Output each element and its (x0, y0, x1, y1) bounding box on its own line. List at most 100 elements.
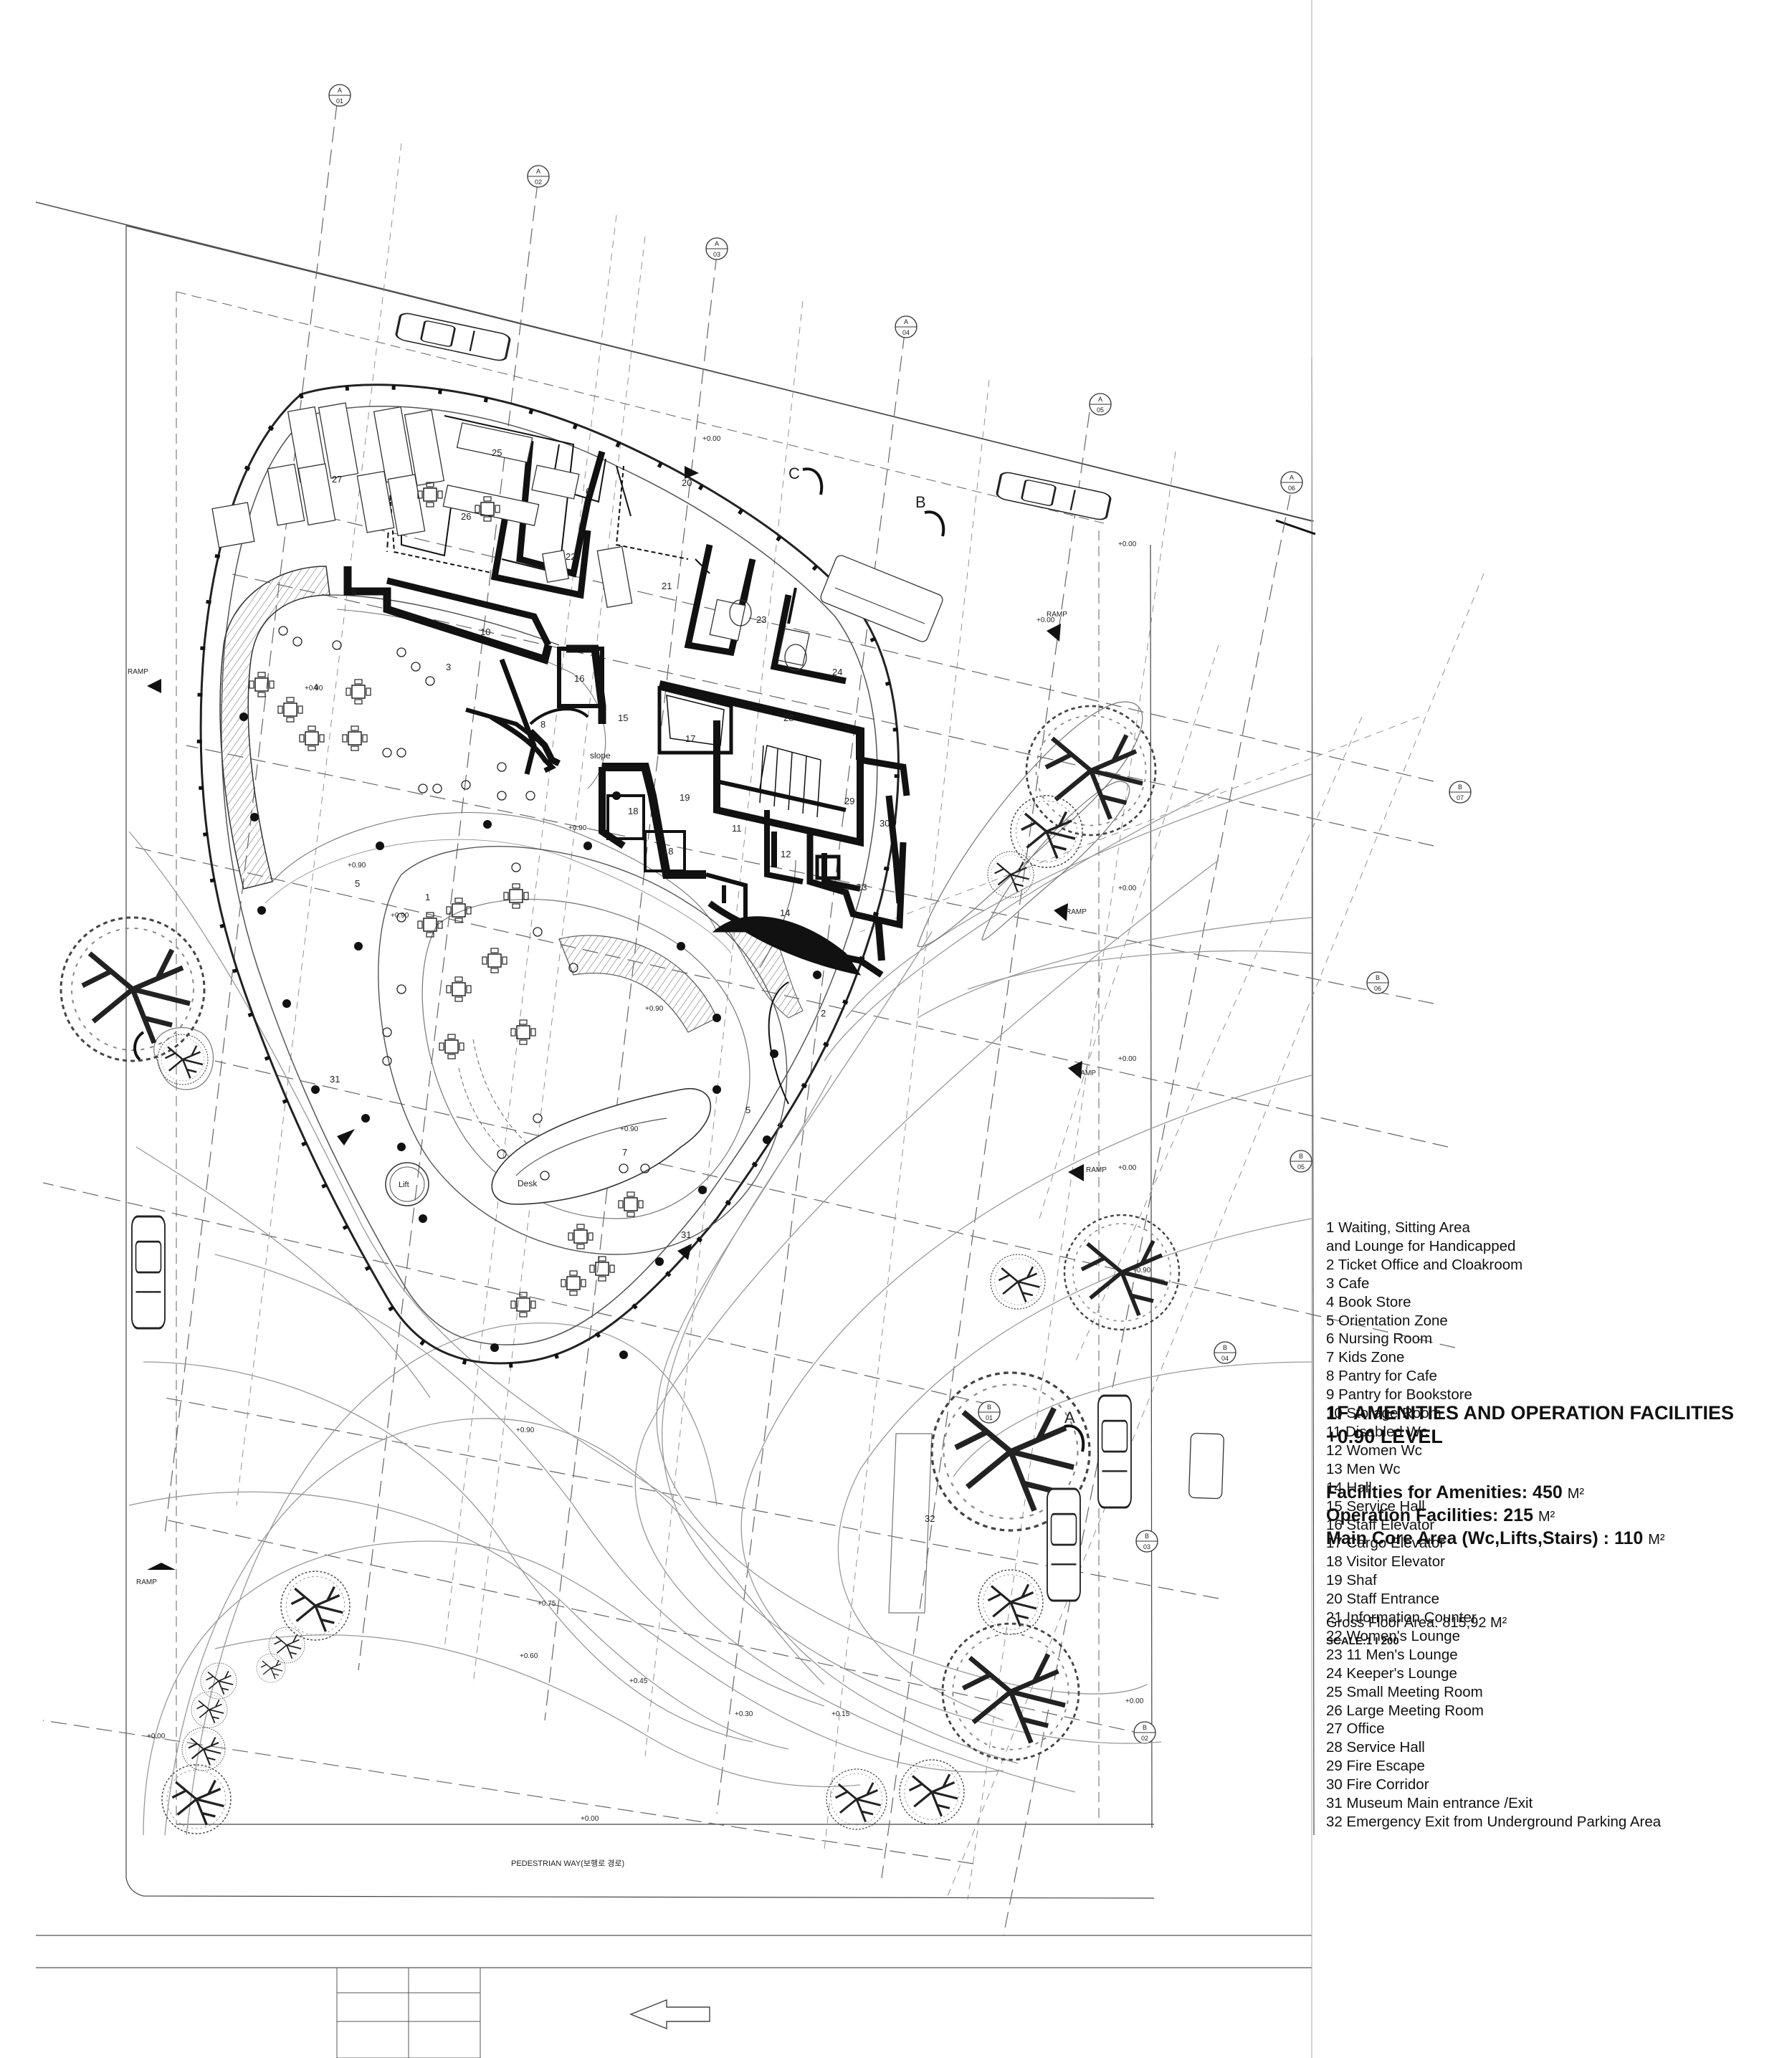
grid-lines (42, 103, 1456, 1936)
area-operation: Operation Facilities: 215 M² (1326, 1505, 1555, 1526)
level-marker: +0.00 (1118, 885, 1137, 892)
level-marker: +0.00 (1118, 1055, 1137, 1063)
room-number: 8 (540, 719, 545, 730)
room-number: 10 (480, 627, 490, 637)
svg-text:02: 02 (1141, 1735, 1148, 1742)
lift (385, 1162, 429, 1206)
room-number: 4 (313, 682, 318, 692)
svg-text:06: 06 (1288, 485, 1295, 492)
area-amenities-label: Facilities for Amenities: (1326, 1482, 1528, 1502)
level-marker: +0.90 (645, 1005, 664, 1013)
label-slope: slope (590, 751, 611, 761)
room-number: 31 (681, 1229, 691, 1240)
ramp-label: RAMP (1086, 1166, 1107, 1174)
level-marker: +0.00 (581, 1815, 599, 1823)
level-marker: +0.00 (1125, 1697, 1144, 1705)
section-markers (133, 467, 1085, 1452)
legend-item: 22 Women's Lounge (1326, 1627, 1461, 1644)
legend-item: 23 11 Men's Lounge (1326, 1646, 1458, 1663)
svg-text:A: A (904, 318, 908, 325)
area-operation-value: 215 (1503, 1505, 1534, 1525)
svg-text:02: 02 (535, 178, 542, 186)
room-number: 2 (821, 1008, 826, 1019)
svg-text:03: 03 (713, 251, 720, 258)
drawing-scale: SCALE:1 I 200 (1326, 1635, 1399, 1647)
office-desks (211, 402, 1224, 1500)
area-amenities-value: 450 (1533, 1482, 1563, 1502)
legend-item: 14 Hall (1326, 1479, 1372, 1496)
room-number: 32 (925, 1513, 935, 1524)
area-core-unit: M² (1648, 1532, 1665, 1548)
legend-item: 25 Small Meeting Room (1326, 1683, 1483, 1700)
svg-text:B: B (1299, 1153, 1303, 1160)
room-number: 3 (446, 662, 451, 672)
legend-item: 21 Information Counter (1326, 1609, 1477, 1626)
building-outline (196, 384, 900, 1368)
legend-item: 26 Large Meeting Room (1326, 1702, 1484, 1719)
room-number: 22 (566, 551, 576, 562)
svg-text:A: A (715, 240, 719, 247)
level-marker: +0.90 (620, 1125, 639, 1133)
legend-item: 29 Fire Escape (1326, 1758, 1425, 1775)
legend-item: 5 Orientation Zone (1326, 1312, 1448, 1329)
level-marker: +0.90 (516, 1426, 535, 1434)
label-lift: Lift (399, 1181, 409, 1189)
ramp-label: RAMP (1075, 1070, 1096, 1077)
room-number: 12 (781, 849, 791, 859)
drawing-title: 1F AMENITIES AND OPERATION FACILITIES +0… (1326, 1401, 1734, 1449)
level-marker: +0.90 (305, 685, 323, 692)
room-number: 14 (780, 907, 790, 918)
level-marker: +0.00 (1118, 1164, 1137, 1172)
room-number: 18 (663, 846, 673, 857)
level-marker: +0.90 (348, 862, 366, 870)
construction-lines (236, 143, 1484, 1900)
trees (61, 706, 1179, 1835)
ramp-label: RAMP (136, 1578, 157, 1586)
legend-item: 1 Waiting, Sitting Area (1326, 1219, 1470, 1236)
svg-text:05: 05 (1297, 1163, 1305, 1171)
svg-text:03: 03 (1143, 1543, 1150, 1550)
room-number: 27 (332, 474, 342, 485)
svg-text:07: 07 (1457, 794, 1464, 801)
level-marker: +0.00 (702, 435, 721, 443)
room-number: 23 (756, 614, 766, 625)
room-number: 25 (492, 447, 502, 458)
legend-item: 11 Disabled Wc (1326, 1423, 1429, 1440)
area-core: Main Core Area (Wc,Lifts,Stairs) : 110 M… (1326, 1528, 1665, 1549)
svg-text:05: 05 (1097, 406, 1104, 414)
grid-bubbles-a: A01 A02 A03 A04 A05 A06 (328, 84, 1303, 494)
level-marker: +0.90 (1133, 1267, 1151, 1275)
section-label-c: C (788, 465, 800, 482)
legend-item: 4 Book Store (1326, 1293, 1411, 1310)
ramp-arrows (147, 466, 1084, 1570)
room-number: 28 (783, 713, 793, 723)
svg-text:B: B (1458, 783, 1462, 791)
legend-item: 27 Office (1326, 1720, 1385, 1738)
level-marker: +0.60 (520, 1652, 538, 1660)
gross-floor-area-value: 815,92 M² (1442, 1615, 1507, 1631)
legend-item: 18 Visitor Elevator (1326, 1553, 1445, 1571)
area-amenities-unit: M² (1567, 1486, 1585, 1502)
legend-item: 8 Pantry for Cafe (1326, 1368, 1437, 1385)
level-marker: +0.00 (1118, 540, 1137, 548)
legend-item: 12 Women Wc (1326, 1442, 1423, 1459)
pedestrian-way-label: PEDESTRIAN WAY(보행로 경로) (511, 1859, 624, 1868)
ramp-band (219, 566, 732, 954)
level-marker: +0.30 (735, 1710, 753, 1718)
room-number: 31 (330, 1074, 340, 1085)
svg-text:A: A (338, 87, 342, 94)
svg-text:B: B (1145, 1533, 1149, 1540)
room-number: 11 (732, 823, 742, 834)
svg-text:B: B (987, 1404, 991, 1411)
core-walls (343, 566, 910, 1105)
level-marker: +0.00 (147, 1733, 166, 1740)
level-marker: +0.75 (538, 1600, 556, 1608)
section-label-b: B (915, 493, 926, 511)
svg-text:B: B (1376, 974, 1380, 981)
room-number: 18 (628, 806, 638, 816)
label-desk: Desk (518, 1178, 538, 1188)
svg-text:01: 01 (986, 1414, 993, 1421)
svg-text:A: A (1098, 396, 1102, 403)
area-operation-unit: M² (1538, 1509, 1555, 1525)
